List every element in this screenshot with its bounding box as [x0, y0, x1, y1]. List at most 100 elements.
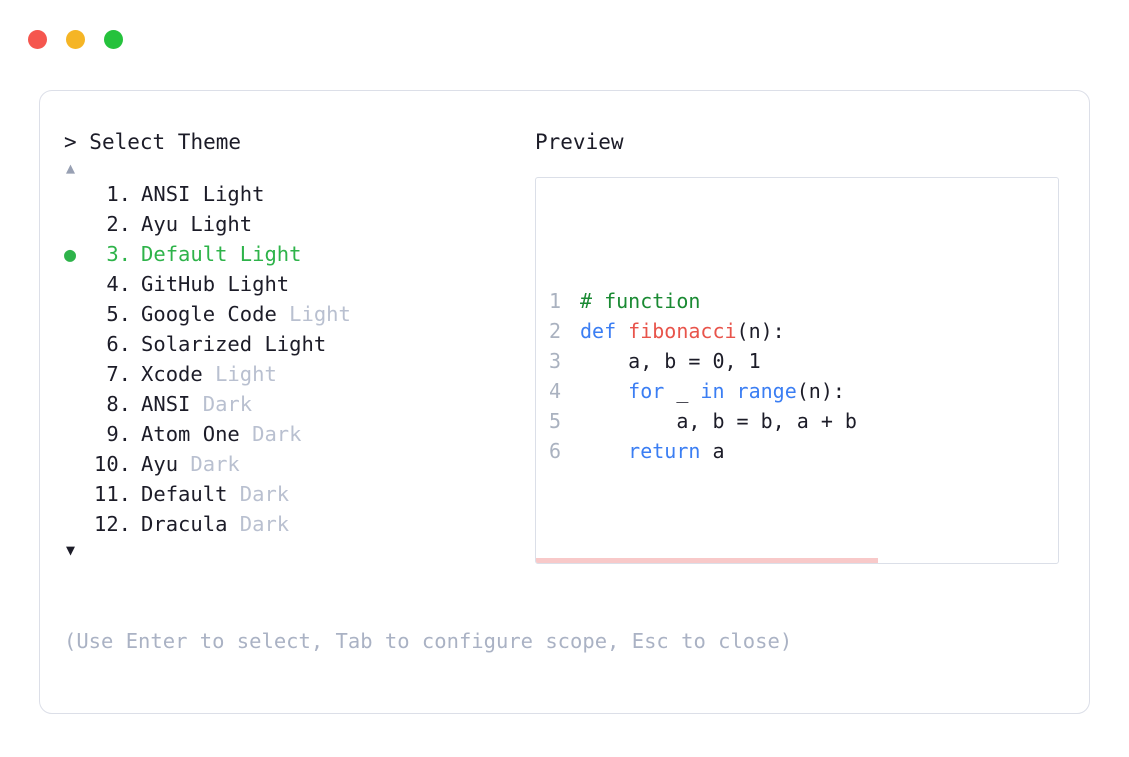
- theme-item-index: 3.: [94, 242, 132, 266]
- theme-item-variant: Dark: [190, 452, 240, 476]
- theme-item-index: 11.: [94, 482, 132, 506]
- theme-item-name: ANSI: [141, 182, 203, 206]
- code-token: in range: [700, 379, 797, 403]
- theme-selector-card: > Select Theme ▲ ● 1.ANSI Light● 2.Ayu L…: [39, 90, 1090, 714]
- code-token: (n):: [736, 319, 785, 343]
- theme-item-index: 7.: [94, 362, 132, 386]
- selected-bullet-icon: ●: [64, 359, 94, 389]
- close-button[interactable]: [28, 30, 47, 49]
- theme-item-variant: Dark: [239, 512, 290, 536]
- prompt-title: Select Theme: [89, 130, 242, 154]
- theme-item-index: 9.: [94, 422, 132, 446]
- maximize-button[interactable]: [104, 30, 123, 49]
- code-token: fibonacci: [628, 319, 737, 343]
- code-content: print("Hello, " + name): [601, 558, 878, 563]
- theme-list-item[interactable]: ● 6.Solarized Light: [64, 329, 534, 359]
- code-token: "Hello, ": [673, 561, 781, 563]
- code-content: a, b = b, a + b: [580, 406, 857, 436]
- theme-list-item[interactable]: ● 9.Atom One Dark: [64, 419, 534, 449]
- theme-list-item[interactable]: ● 3.Default Light: [64, 239, 534, 269]
- code-token: (: [661, 561, 673, 563]
- theme-selector-panel: > Select Theme ▲ ● 1.ANSI Light● 2.Ayu L…: [64, 127, 534, 561]
- theme-list-item[interactable]: ●11. Default Dark: [64, 479, 534, 509]
- preview-label: Preview: [535, 130, 624, 154]
- code-token: _: [664, 379, 701, 403]
- code-content: def fibonacci(n):: [580, 316, 785, 346]
- theme-item-variant: Light: [264, 332, 327, 356]
- theme-list-item[interactable]: ● 4.GitHub Light: [64, 269, 534, 299]
- theme-list-item[interactable]: ● 8.ANSI Dark: [64, 389, 534, 419]
- theme-item-name: Ayu: [141, 452, 191, 476]
- theme-list: ● 1.ANSI Light● 2.Ayu Light● 3.Default L…: [64, 179, 534, 539]
- theme-item-index: 4.: [94, 272, 132, 296]
- code-line: 1# function: [536, 286, 1058, 316]
- selected-bullet-icon: ●: [64, 389, 94, 419]
- code-token: a, b = b, a + b: [580, 409, 857, 433]
- theme-item-name: Ayu: [141, 212, 191, 236]
- theme-item-name: Atom One: [141, 422, 253, 446]
- line-number: 5: [549, 409, 562, 433]
- code-line: 6 return a: [536, 436, 1058, 466]
- theme-item-index: 1.: [94, 182, 132, 206]
- line-number: 3: [549, 349, 562, 373]
- diff-line-removed: 1 - print("Hello, " + name): [536, 558, 879, 563]
- window-traffic-lights: [28, 30, 123, 49]
- keyboard-hint: (Use Enter to select, Tab to configure s…: [64, 629, 793, 653]
- scroll-down-arrow-icon[interactable]: ▼: [66, 541, 76, 559]
- selected-bullet-icon: ●: [64, 509, 94, 539]
- line-number: 2: [549, 319, 562, 343]
- theme-item-variant: Light: [289, 302, 351, 326]
- scroll-up-arrow-icon[interactable]: ▲: [66, 159, 76, 177]
- theme-item-index: 10.: [94, 452, 132, 476]
- theme-item-variant: Dark: [202, 392, 253, 416]
- theme-item-name: GitHub: [141, 272, 228, 296]
- code-token: a, b = 0, 1: [580, 349, 761, 373]
- prompt-symbol: >: [64, 130, 90, 154]
- theme-list-item[interactable]: ● 1.ANSI Light: [64, 179, 534, 209]
- line-number: 6: [549, 439, 562, 463]
- selected-bullet-icon: ●: [64, 209, 94, 239]
- code-token: return: [628, 439, 701, 463]
- code-token: a: [700, 439, 725, 463]
- selected-bullet-icon: ●: [64, 449, 94, 479]
- minimize-button[interactable]: [66, 30, 85, 49]
- theme-item-variant: Dark: [239, 482, 290, 506]
- diff-lines: 1-print("Hello, " + name)1+print(f"Hello…: [536, 558, 1058, 563]
- code-token: (n):: [796, 379, 845, 403]
- code-token: # function: [580, 289, 701, 313]
- theme-item-variant: Light: [202, 182, 265, 206]
- theme-list-item[interactable]: ● 7. Xcode Light: [64, 359, 534, 389]
- theme-item-name: Dracula: [141, 512, 240, 536]
- code-content: return a: [580, 436, 725, 466]
- code-content: # function: [580, 286, 700, 316]
- theme-item-index: 5.: [94, 302, 132, 326]
- code-content: for _ in range(n):: [580, 376, 845, 406]
- theme-item-variant: Light: [215, 362, 277, 386]
- diff-marker: -: [580, 558, 592, 563]
- code-token: [580, 379, 628, 403]
- line-number: 4: [549, 379, 562, 403]
- code-line: 2 def fibonacci(n):: [536, 316, 1058, 346]
- theme-item-name: Default: [141, 482, 240, 506]
- theme-list-item[interactable]: ● 5.Google Code Light: [64, 299, 534, 329]
- selected-bullet-icon: ●: [64, 479, 94, 509]
- line-number: 1: [549, 558, 571, 563]
- page-title: > Select Theme: [64, 127, 534, 157]
- theme-list-item[interactable]: ●10. Ayu Dark: [64, 449, 534, 479]
- selected-bullet-icon: ●: [64, 242, 77, 266]
- theme-list-item[interactable]: ●12. Dracula Dark: [64, 509, 534, 539]
- theme-item-index: 8.: [94, 392, 132, 416]
- theme-list-item[interactable]: ● 2.Ayu Light: [64, 209, 534, 239]
- theme-item-variant: Light: [227, 272, 290, 296]
- theme-item-index: 12.: [94, 512, 132, 536]
- theme-item-variant: Light: [239, 242, 302, 266]
- theme-item-name: Xcode: [141, 362, 216, 386]
- code-line: 3 a, b = 0, 1: [536, 346, 1058, 376]
- code-token: for: [628, 379, 665, 403]
- theme-item-variant: Light: [190, 212, 253, 236]
- code-token: def: [580, 319, 629, 343]
- code-content: a, b = 0, 1: [580, 346, 761, 376]
